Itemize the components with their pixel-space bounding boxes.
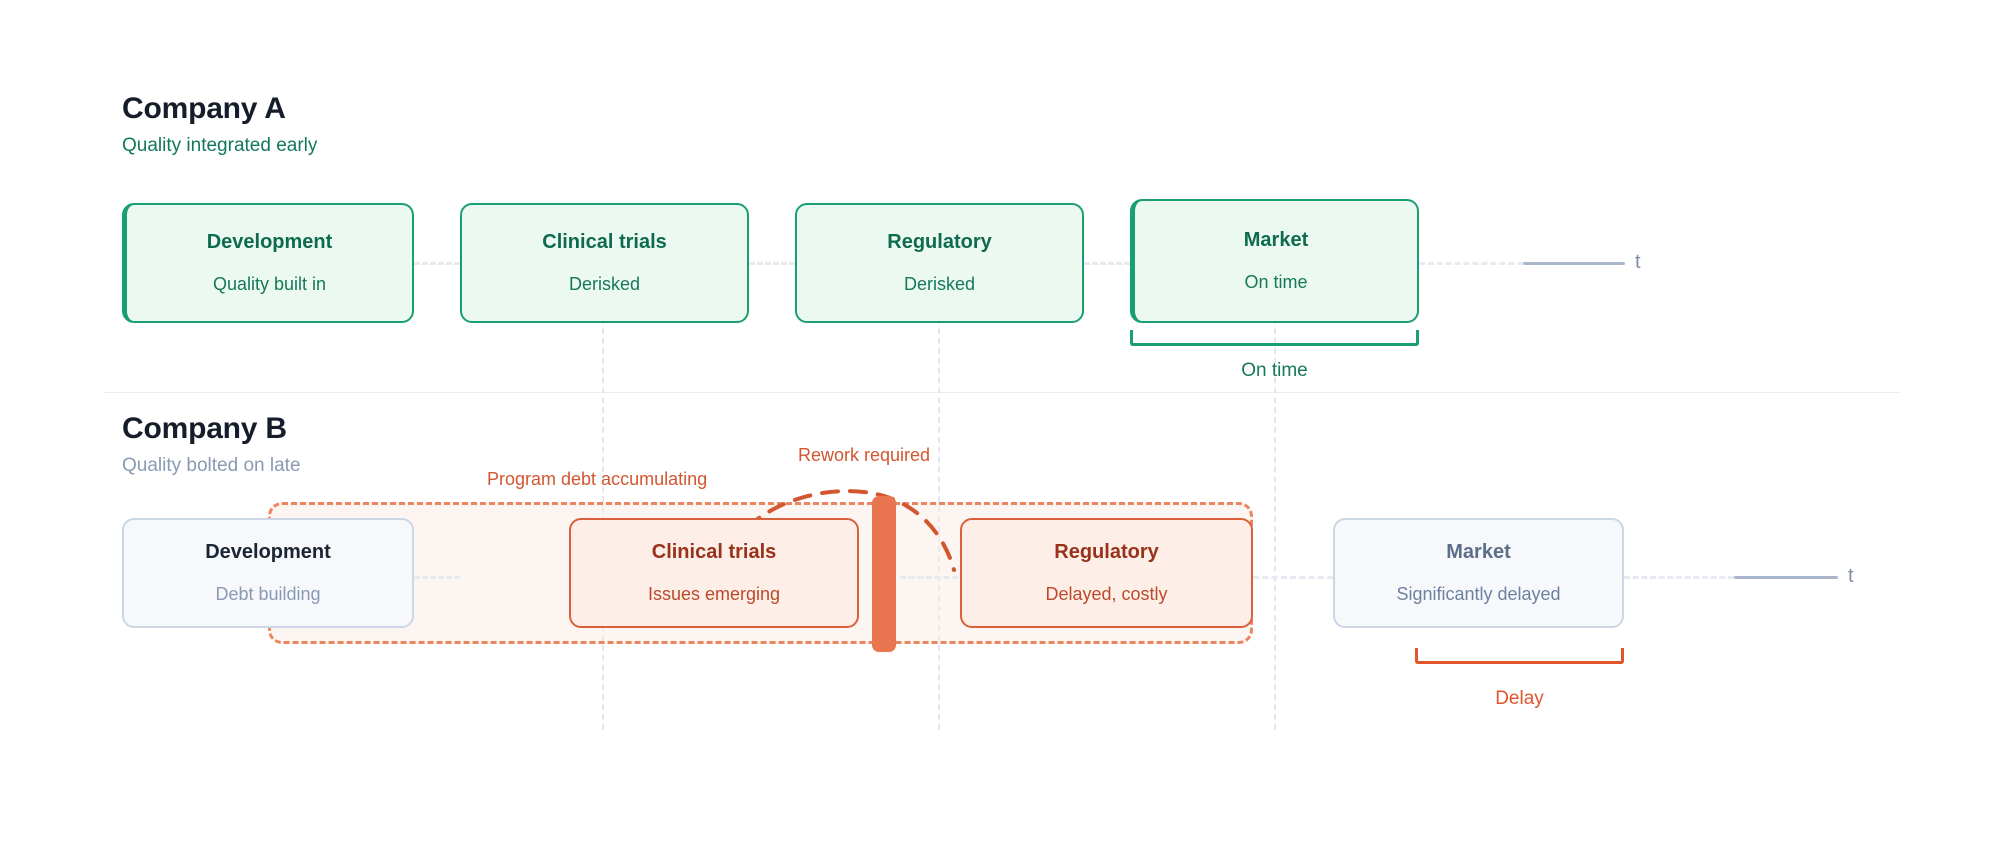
axis-label-a: t [1635,251,1641,273]
connector-a-1 [414,262,460,265]
phase-title: Clinical trials [542,231,667,253]
phase-status: Derisked [903,274,976,294]
on-time-bracket [1130,330,1419,346]
phase-title: Regulatory [1054,541,1159,563]
phase-box-a-market[interactable]: Market On time [1130,199,1419,323]
rework-annotation: Rework required [798,445,931,465]
connector-a-3 [1084,262,1130,265]
phase-title: Clinical trials [651,541,777,563]
phase-box-b-development[interactable]: Development Debt building [122,518,414,628]
phase-box-b-clinical-trials[interactable]: Clinical trials Issues emerging [569,518,859,628]
phase-title: Development [206,231,333,253]
phase-box-b-regulatory[interactable]: Regulatory Delayed, costly [960,518,1253,628]
phase-status: Debt building [215,584,321,604]
connector-b-2 [900,576,958,579]
phase-box-a-regulatory[interactable]: Regulatory Derisked [795,203,1084,323]
phase-title: Market [1243,229,1309,251]
phase-status: Issues emerging [647,584,781,604]
section-divider [104,392,1900,393]
axis-label-b: t [1848,565,1854,587]
phase-box-a-clinical-trials[interactable]: Clinical trials Derisked [460,203,749,323]
vertical-guide-3 [1274,318,1276,730]
phase-status: Delayed, costly [1045,584,1168,604]
connector-b-3 [1253,576,1333,579]
company-a-subtitle: Quality integrated early [122,135,318,156]
phase-title: Development [205,541,331,563]
phase-title: Regulatory [887,231,992,253]
phase-status: Quality built in [212,274,327,294]
company-a-title: Company A [122,92,286,125]
on-time-bracket-label: On time [1241,360,1308,381]
connector-b-4 [1624,576,1734,579]
rework-bar [872,496,896,652]
connector-a-4 [1419,262,1523,265]
connector-b-1 [414,576,460,579]
timeline-axis-a [1523,262,1625,265]
program-debt-annotation: Program debt accumulating [487,469,708,489]
connector-a-2 [749,262,795,265]
delay-bracket-label: Delay [1495,688,1544,709]
delay-bracket [1415,648,1624,664]
phase-status: Significantly delayed [1396,584,1561,604]
phase-status: On time [1244,272,1308,292]
timeline-axis-b [1734,576,1838,579]
phase-title: Market [1446,541,1511,563]
phase-box-a-development[interactable]: Development Quality built in [122,203,414,323]
company-b-subtitle: Quality bolted on late [122,455,301,476]
vertical-guide-2 [938,318,940,730]
phase-box-b-market[interactable]: Market Significantly delayed [1333,518,1624,628]
company-b-title: Company B [122,412,287,445]
phase-status: Derisked [568,274,641,294]
